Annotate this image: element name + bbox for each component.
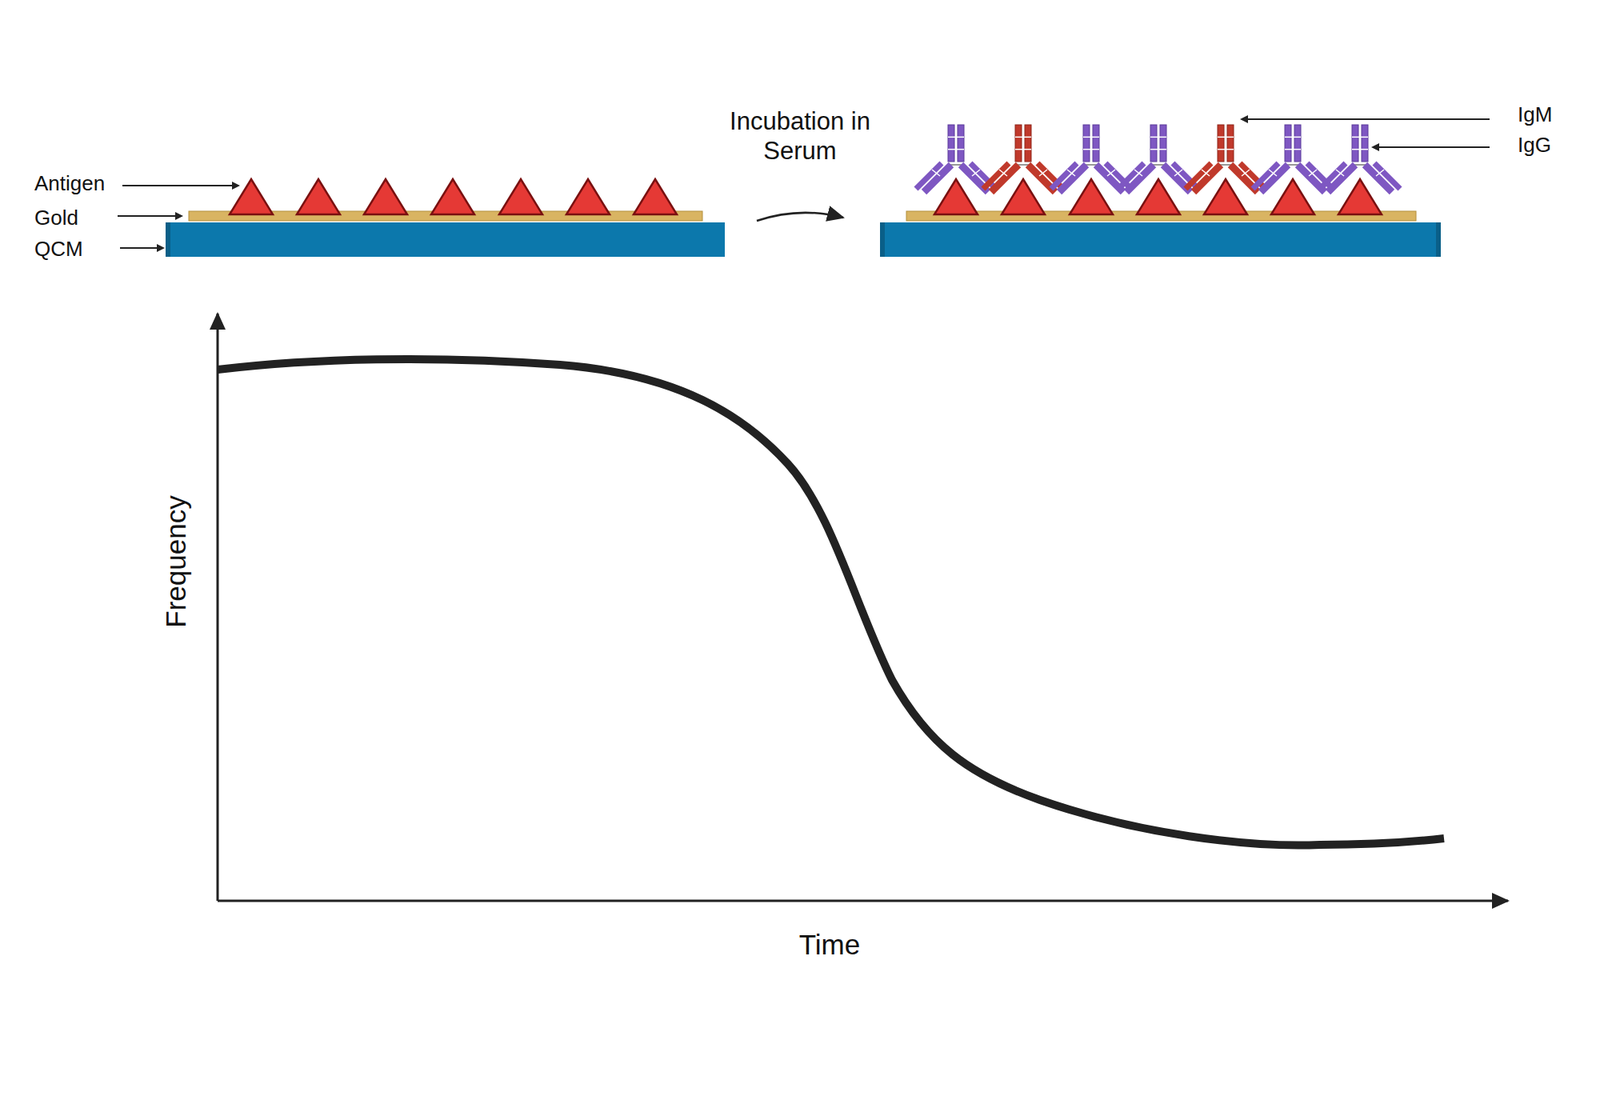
antigen-group — [229, 179, 1382, 215]
antigen-triangle — [229, 179, 273, 215]
antigen-triangle — [1069, 179, 1113, 215]
antigen-triangle — [1271, 179, 1315, 215]
antigen-triangle — [296, 179, 340, 215]
antigen-triangle — [934, 179, 978, 215]
qcm-label: QCM — [34, 236, 84, 262]
x-axis — [217, 900, 1508, 903]
axis-title: Frequency — [159, 495, 193, 628]
antigen-triangle — [1001, 179, 1045, 215]
igg-label: IgG — [1517, 132, 1552, 158]
qcm-slab — [880, 222, 1441, 257]
igg-antibody — [1252, 124, 1333, 192]
igg-antibody — [1051, 124, 1132, 192]
gold-label: Gold — [34, 205, 79, 231]
antibody-group — [916, 124, 1400, 192]
igm-antibody — [983, 124, 1064, 192]
leader-arrow — [1241, 118, 1490, 120]
igg-antibody — [916, 124, 996, 192]
antigen-triangle — [1204, 179, 1248, 215]
process-arrow — [756, 212, 844, 221]
antigen-triangle — [1338, 179, 1382, 215]
antigen-triangle — [431, 179, 475, 215]
leader-arrow — [1372, 146, 1490, 148]
igm-antibody — [1185, 124, 1266, 192]
antigen-label: Antigen — [34, 171, 105, 196]
process-label: Incubation in Serum — [704, 106, 896, 166]
frequency-curve — [217, 359, 1444, 846]
antigen-triangle — [499, 179, 543, 215]
antigen-triangle — [364, 179, 408, 215]
y-axis — [216, 313, 220, 901]
qcm-slab — [165, 222, 725, 257]
leader-arrow — [120, 247, 164, 249]
antigen-triangle — [633, 179, 677, 215]
igg-antibody — [1118, 124, 1199, 192]
igm-label: IgM — [1517, 102, 1552, 128]
leader-arrow — [117, 215, 182, 217]
leader-arrow — [122, 184, 239, 187]
antigen-triangle — [1136, 179, 1180, 215]
antigen-triangle — [566, 179, 610, 215]
igg-antibody — [1320, 124, 1400, 192]
axis-title: Time — [799, 928, 860, 962]
